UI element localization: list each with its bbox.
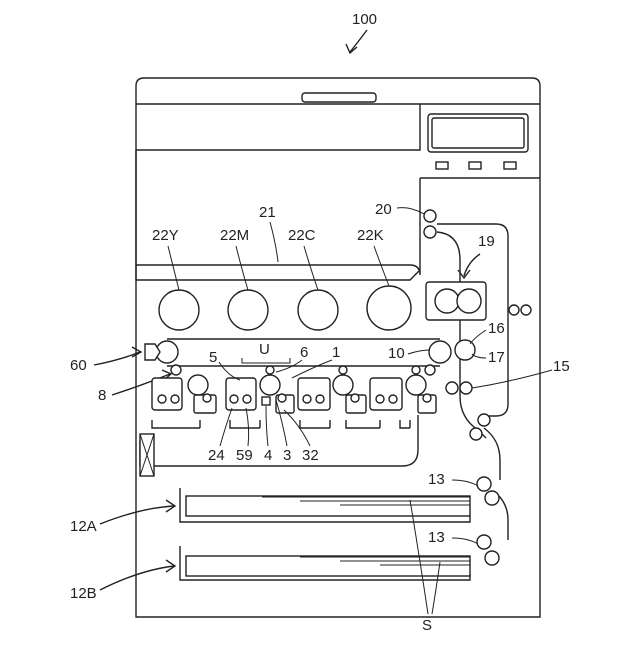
label-15: 15 <box>553 358 570 375</box>
label-22m: 22M <box>220 227 249 244</box>
label-13-lower: 13 <box>428 529 445 546</box>
label-19: 19 <box>478 233 495 250</box>
label-21: 21 <box>259 204 276 221</box>
fan-icon <box>140 434 154 476</box>
label-24: 24 <box>208 447 225 464</box>
tray-12b <box>180 546 470 580</box>
label-3: 3 <box>283 447 291 464</box>
label-59: 59 <box>236 447 253 464</box>
label-60: 60 <box>70 357 87 374</box>
label-8: 8 <box>98 387 106 404</box>
label-u: U <box>259 341 270 358</box>
tray-12a <box>180 488 470 522</box>
label-22y: 22Y <box>152 227 179 244</box>
label-10: 10 <box>388 345 405 362</box>
label-s: S <box>422 617 432 634</box>
label-32: 32 <box>302 447 319 464</box>
label-22k: 22K <box>357 227 384 244</box>
label-4: 4 <box>264 447 272 464</box>
label-1: 1 <box>332 344 340 361</box>
label-13-upper: 13 <box>428 471 445 488</box>
label-12b: 12B <box>70 585 97 602</box>
toner-cartridges <box>159 286 411 330</box>
label-17: 17 <box>488 349 505 366</box>
label-22c: 22C <box>288 227 316 244</box>
label-12a: 12A <box>70 518 97 535</box>
label-100: 100 <box>352 11 377 28</box>
operation-panel <box>420 104 540 178</box>
label-16: 16 <box>488 320 505 337</box>
arrow-100 <box>350 30 367 52</box>
label-20: 20 <box>375 201 392 218</box>
top-handle <box>302 93 376 102</box>
label-6: 6 <box>300 344 308 361</box>
label-5: 5 <box>209 349 217 366</box>
